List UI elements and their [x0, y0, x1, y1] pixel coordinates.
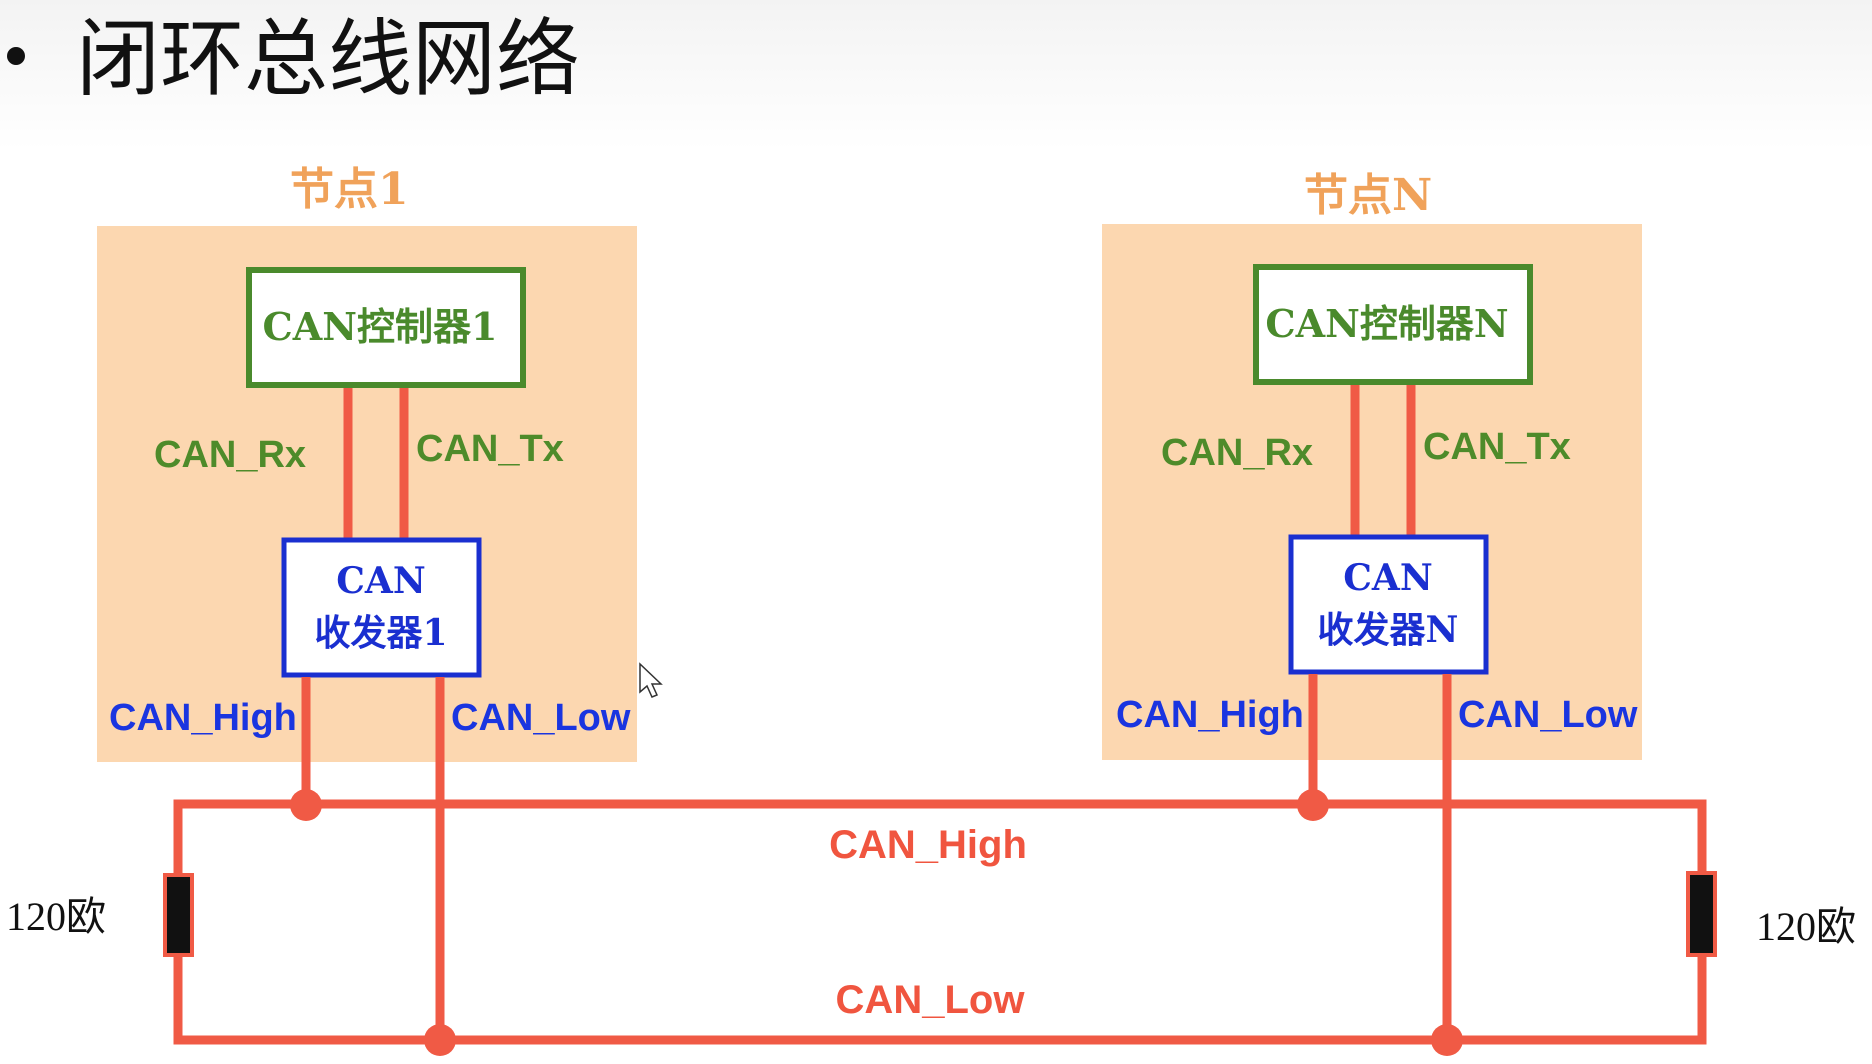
node-1-label: 节点1	[290, 164, 409, 215]
node-n-rx-label: CAN_Rx	[1161, 432, 1313, 474]
node-n-label: 节点N	[1304, 170, 1432, 221]
node-n-transceiver-line1: CAN	[1343, 557, 1433, 599]
node-1-transceiver-line1: CAN	[336, 560, 426, 602]
node-1-controller	[246, 267, 526, 388]
node-n-tx-label: CAN_Tx	[1423, 426, 1571, 468]
node-n-low-label: CAN_Low	[1458, 694, 1638, 736]
bus-low-label: CAN_Low	[836, 978, 1026, 1022]
right-resistor-label: 120欧	[1756, 904, 1856, 949]
left-termination-resistor	[163, 873, 194, 957]
node-1-rx-label: CAN_Rx	[154, 434, 306, 476]
title-bullet	[7, 47, 25, 65]
node-1-transceiver-line2: 收发器1	[314, 612, 447, 654]
mouse-cursor-icon	[639, 662, 663, 698]
node-1-high-label: CAN_High	[109, 697, 297, 739]
node-n-controller	[1253, 264, 1533, 385]
node-1-transceiver	[281, 537, 482, 678]
slide-title: 闭环总线网络	[76, 10, 580, 108]
node-n-low-junction	[1431, 1024, 1463, 1056]
right-termination-resistor	[1686, 871, 1717, 957]
left-resistor-label: 120欧	[6, 894, 106, 939]
bus-high-label: CAN_High	[829, 823, 1027, 867]
node-1-high-junction	[290, 789, 322, 821]
node-1-low-label: CAN_Low	[451, 697, 631, 739]
node-n-transceiver	[1288, 534, 1489, 675]
node-n-controller-label: CAN控制器N	[1265, 301, 1508, 346]
node-n-high-label: CAN_High	[1116, 694, 1304, 736]
node-1-controller-label: CAN控制器1	[263, 304, 498, 349]
node-n-transceiver-line2: 收发器N	[1318, 609, 1459, 651]
node-1-tx-label: CAN_Tx	[416, 428, 564, 470]
node-1-low-junction	[424, 1024, 456, 1056]
node-n-high-junction	[1297, 789, 1329, 821]
